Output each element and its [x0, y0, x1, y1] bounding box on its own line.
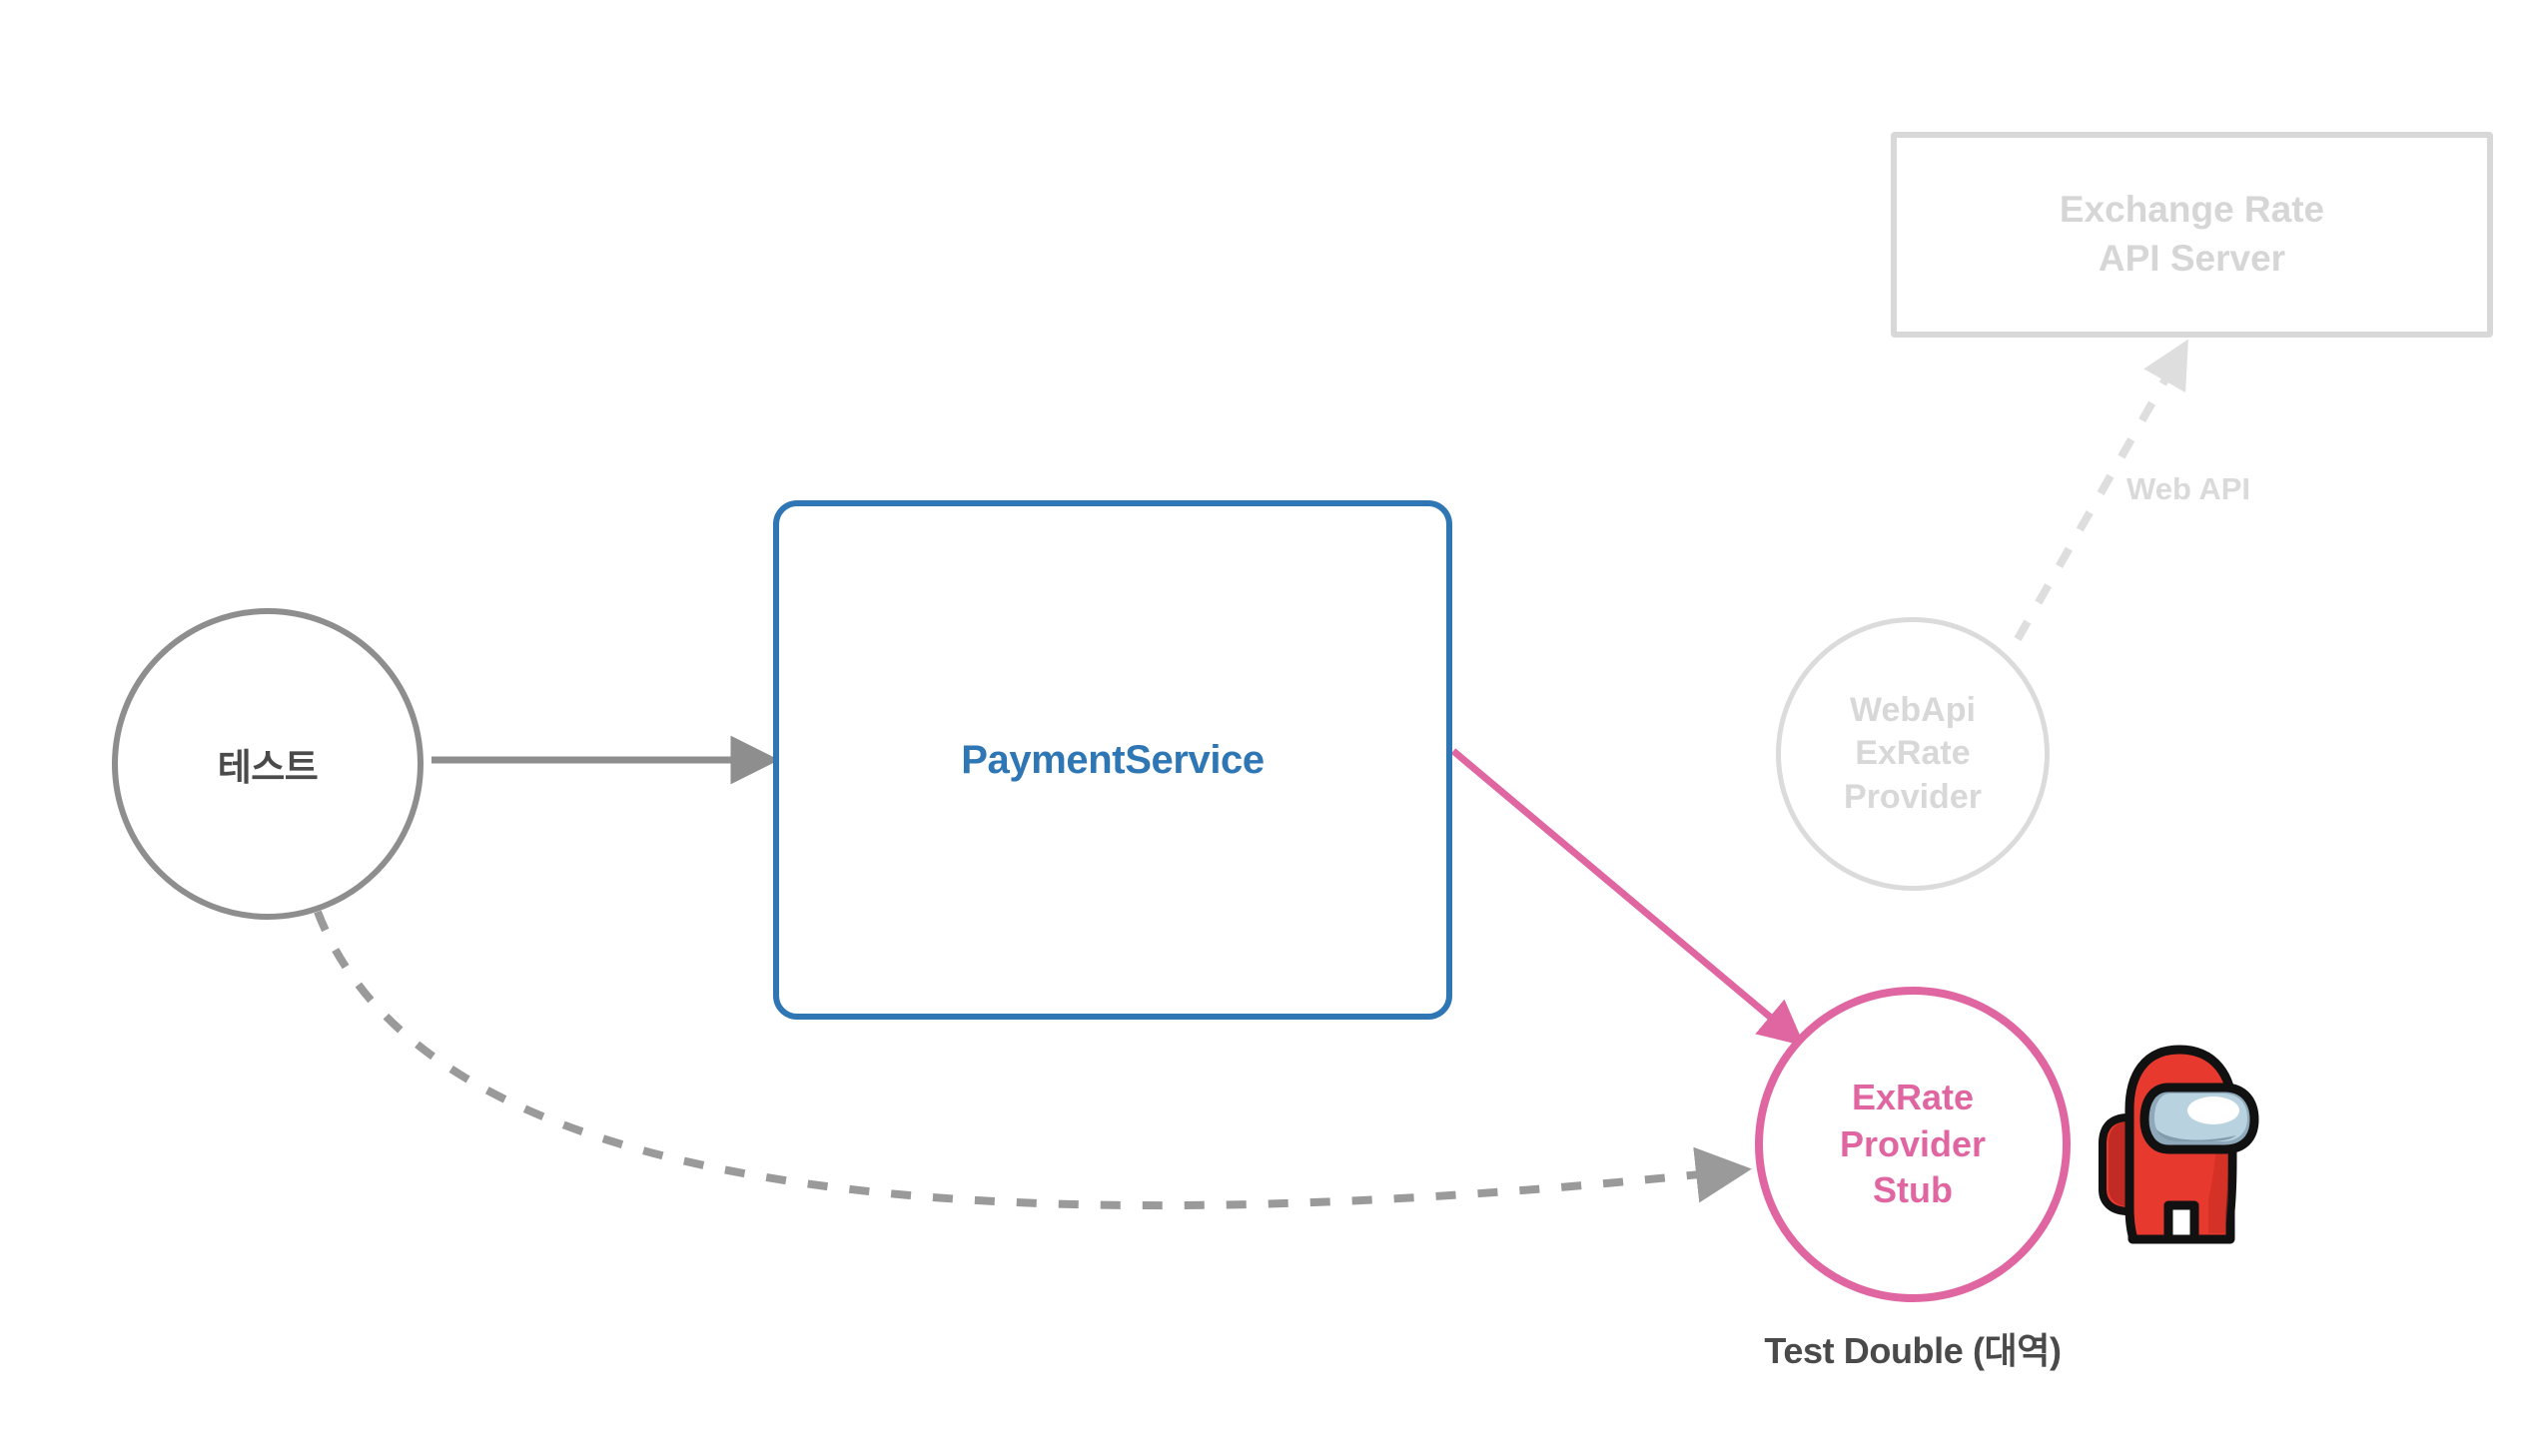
webapi-exrate-provider-line-3: Provider	[1844, 777, 1982, 816]
node-webapi-exrate-provider-label: WebApi ExRate Provider	[1844, 689, 1982, 820]
exrate-provider-stub-line-1: ExRate	[1851, 1076, 1975, 1117]
webapi-exrate-provider-line-2: ExRate	[1855, 734, 1971, 773]
node-exchange-rate-api-server[interactable]: Exchange Rate API Server	[1891, 132, 2493, 338]
caption-test-double: Test Double (대역)	[1764, 1330, 2062, 1371]
node-exrate-provider-stub[interactable]: ExRate Provider Stub	[1755, 987, 2071, 1302]
edge-payment-service-to-stub	[1450, 748, 1805, 1047]
webapi-exrate-provider-line-1: WebApi	[1850, 690, 1976, 729]
node-payment-service-label: PaymentService	[961, 737, 1265, 782]
exchange-rate-api-server-line-2: API Server	[2098, 238, 2286, 279]
node-test-label: 테스트	[217, 747, 319, 788]
among-us-crewmate-icon	[2099, 1045, 2259, 1244]
edge-label-web-api: Web API	[2126, 471, 2251, 506]
exrate-provider-stub-line-3: Stub	[1873, 1169, 1953, 1211]
node-webapi-exrate-provider[interactable]: WebApi ExRate Provider	[1776, 617, 2050, 891]
node-payment-service[interactable]: PaymentService	[773, 500, 1452, 1020]
node-exrate-provider-stub-label: ExRate Provider Stub	[1840, 1075, 1986, 1214]
node-test-actor[interactable]: 테스트	[112, 608, 424, 920]
node-exchange-rate-api-server-label: Exchange Rate API Server	[2060, 186, 2324, 284]
exrate-provider-stub-line-2: Provider	[1839, 1122, 1987, 1164]
exchange-rate-api-server-line-1: Exchange Rate	[2059, 189, 2325, 231]
